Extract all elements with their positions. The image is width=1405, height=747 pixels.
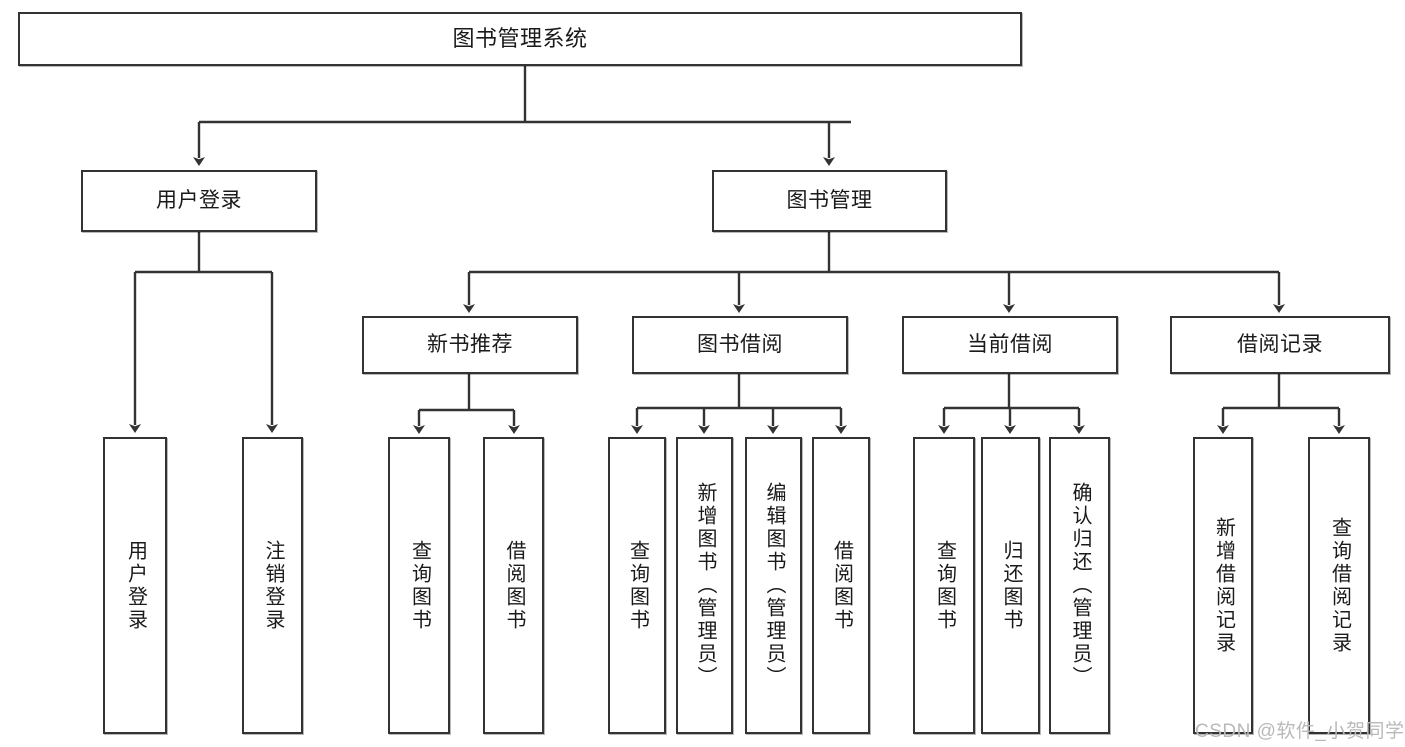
node-leaf-user-login[interactable]: 用户登录 [103, 437, 167, 734]
node-book-management[interactable]: 图书管理 [712, 170, 947, 232]
node-leaf-confirm-return[interactable]: 确认归还（管理员） [1049, 437, 1110, 734]
node-current-borrow-label: 当前借阅 [967, 333, 1053, 357]
node-leaf-query-book-3-label: 查询图书 [933, 539, 956, 632]
node-current-borrow[interactable]: 当前借阅 [902, 316, 1118, 374]
node-user-login-label: 用户登录 [156, 189, 242, 213]
node-leaf-confirm-return-label: 确认归还（管理员） [1069, 482, 1091, 689]
node-leaf-return-book-label: 归还图书 [1000, 539, 1022, 632]
node-leaf-query-book-3[interactable]: 查询图书 [913, 437, 975, 734]
node-book-management-label: 图书管理 [786, 189, 873, 213]
node-leaf-add-record[interactable]: 新增借阅记录 [1193, 437, 1253, 734]
node-leaf-borrow-book-1[interactable]: 借阅图书 [483, 437, 544, 734]
node-leaf-edit-book[interactable]: 编辑图书（管理员） [745, 437, 802, 734]
node-leaf-query-book-2[interactable]: 查询图书 [608, 437, 666, 734]
node-leaf-logout-label: 注销登录 [262, 539, 284, 632]
node-book-borrow-label: 图书借阅 [697, 333, 783, 357]
node-borrow-record[interactable]: 借阅记录 [1170, 316, 1390, 374]
node-book-borrow[interactable]: 图书借阅 [632, 316, 848, 374]
node-root[interactable]: 图书管理系统 [18, 12, 1022, 66]
watermark: CSDN @软件_小贺同学 [1195, 721, 1405, 742]
node-borrow-record-label: 借阅记录 [1237, 333, 1323, 357]
node-leaf-edit-book-label: 编辑图书（管理员） [763, 482, 785, 689]
node-leaf-add-book-label: 新增图书（管理员） [694, 482, 716, 689]
node-new-book-recommend-label: 新书推荐 [427, 333, 513, 357]
node-leaf-query-book-1[interactable]: 查询图书 [388, 437, 450, 734]
node-leaf-user-login-label: 用户登录 [124, 539, 147, 632]
node-leaf-query-book-2-label: 查询图书 [626, 539, 649, 632]
node-leaf-add-book[interactable]: 新增图书（管理员） [676, 437, 733, 734]
node-leaf-borrow-book-2[interactable]: 借阅图书 [812, 437, 870, 734]
node-leaf-borrow-book-2-label: 借阅图书 [830, 539, 853, 632]
node-root-label: 图书管理系统 [452, 25, 588, 51]
node-new-book-recommend[interactable]: 新书推荐 [362, 316, 578, 374]
node-user-login[interactable]: 用户登录 [81, 170, 317, 232]
node-leaf-borrow-book-1-label: 借阅图书 [503, 539, 525, 632]
node-leaf-add-record-label: 新增借阅记录 [1212, 516, 1235, 655]
node-leaf-logout[interactable]: 注销登录 [242, 437, 303, 734]
node-leaf-query-book-1-label: 查询图书 [408, 539, 431, 632]
node-leaf-query-record-label: 查询借阅记录 [1328, 516, 1351, 655]
node-leaf-return-book[interactable]: 归还图书 [981, 437, 1040, 734]
node-leaf-query-record[interactable]: 查询借阅记录 [1308, 437, 1370, 734]
